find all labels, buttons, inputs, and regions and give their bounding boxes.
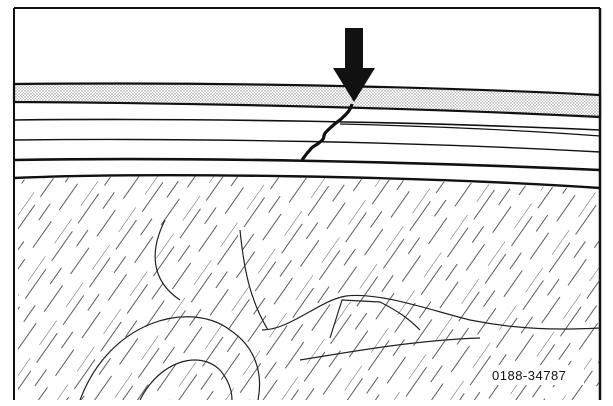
crack-line <box>300 103 354 161</box>
svg-text:0188-34787: 0188-34787 <box>492 368 566 383</box>
seal-lines <box>13 118 601 190</box>
roof-trim-strip <box>12 82 602 119</box>
down-arrow-icon <box>333 28 375 102</box>
steering-wheel-outline <box>79 316 261 400</box>
reference-code-label: 0188-34787 <box>486 365 584 385</box>
windshield-glass <box>18 176 600 400</box>
